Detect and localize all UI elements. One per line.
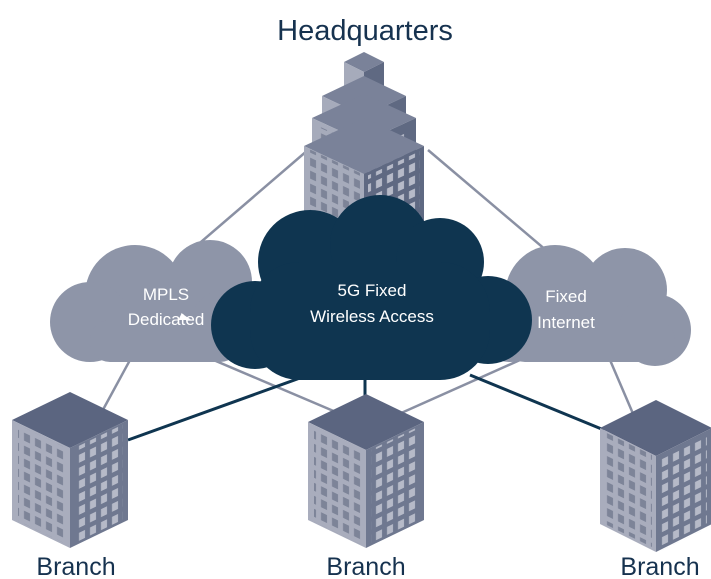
fwa-cloud [211,195,532,380]
branch-label-right: Branch [620,553,699,579]
branch-label-center: Branch [326,553,405,579]
internet-cloud-label-line1: Fixed [545,287,587,306]
fwa-cloud-label-line1: 5G Fixed [338,281,407,300]
branch-label-left: Branch [36,553,115,579]
link-hq-internet [427,149,561,263]
headquarters-label: Headquarters [277,15,453,47]
branch-building-right-icon [600,400,711,552]
branch-building-left-icon [12,392,128,548]
branch-building-center-icon [308,394,424,548]
internet-cloud-label-line2: Internet [537,313,595,332]
link-fwa-branch-right [469,373,605,432]
fwa-cloud-label-line2: Wireless Access [310,307,434,326]
mpls-cloud-label-line1: MPLS [143,285,189,304]
mpls-cloud-label-line2: Dedicated [128,310,205,329]
link-fwa-branch-left [127,376,301,442]
link-internet-branch-center [389,358,521,420]
